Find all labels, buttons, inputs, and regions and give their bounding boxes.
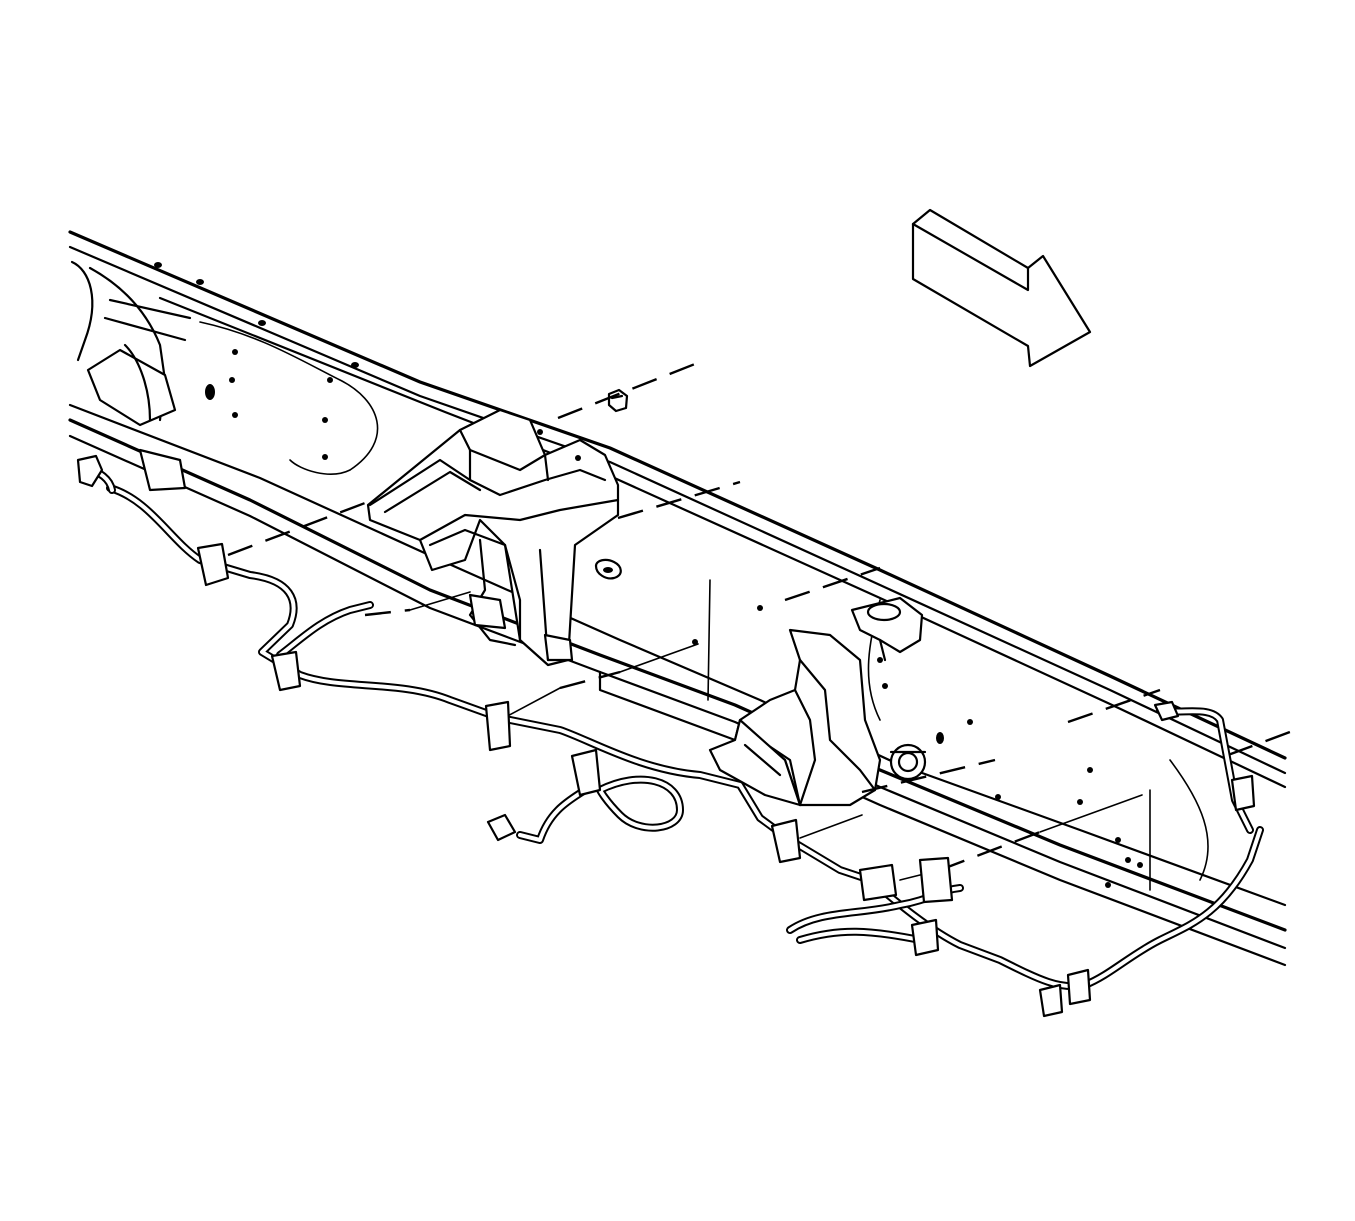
brake-line-clips (196, 542, 1256, 1018)
frame-rail (68, 230, 1287, 967)
alignment-lines (227, 360, 1291, 881)
body-mount-bracket (366, 408, 622, 667)
front-direction-arrow-icon (911, 208, 1092, 368)
body-mount-bracket-rear (708, 596, 927, 807)
brake-lines (76, 454, 1264, 991)
